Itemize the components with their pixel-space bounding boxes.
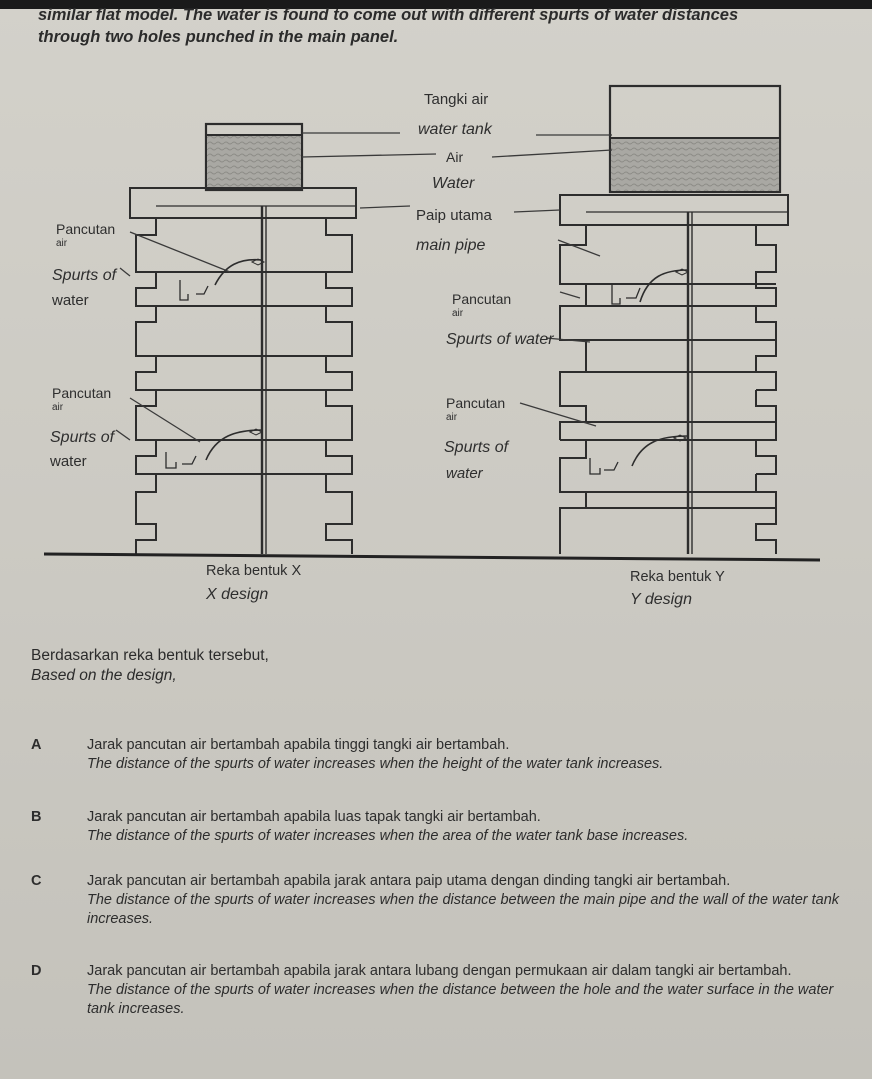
- caption-x-ms: Reka bentuk X: [206, 563, 302, 579]
- caption-x-en: X design: [206, 586, 269, 603]
- option-a-en: The distance of the spurts of water incr…: [87, 756, 664, 772]
- label-air: Air: [446, 149, 463, 165]
- label-x-spurts-1: Spurts of: [52, 267, 118, 284]
- intro-line-2: through two holes punched in the main pa…: [38, 28, 399, 46]
- label-x-air-2: air: [52, 402, 64, 413]
- design-x-structure: [129, 122, 357, 554]
- label-tank-ms: Tangki air: [424, 91, 488, 108]
- label-x-water-1: water: [51, 292, 89, 309]
- label-y-air-2: air: [446, 412, 458, 423]
- option-b-ms: Jarak pancutan air bertambah apabila lua…: [87, 809, 541, 825]
- ground-line: [43, 552, 821, 562]
- label-pipe-ms: Paip utama: [416, 207, 493, 224]
- question: Berdasarkan reka bentuk tersebut, Based …: [31, 646, 269, 686]
- intro-line-1: similar flat model. The water is found t…: [38, 6, 739, 24]
- intro-text: similar flat model. The water is found t…: [38, 4, 872, 48]
- option-c-letter: C: [31, 873, 42, 889]
- label-tank-en: water tank: [418, 121, 493, 138]
- label-y-pancutan-1: Pancutan: [452, 291, 511, 307]
- option-a-letter: A: [31, 737, 42, 753]
- label-x-pancutan-2: Pancutan: [52, 385, 111, 401]
- question-ms: Berdasarkan reka bentuk tersebut,: [31, 647, 269, 664]
- top-edge: [0, 0, 872, 9]
- label-pipe-en: main pipe: [416, 237, 485, 254]
- caption-y-en: Y design: [630, 591, 692, 608]
- option-c-ms: Jarak pancutan air bertambah apabila jar…: [87, 873, 731, 889]
- option-c-en: The distance of the spurts of water incr…: [87, 892, 840, 927]
- label-y-pancutan-2: Pancutan: [446, 395, 505, 411]
- caption-y-ms: Reka bentuk Y: [630, 569, 725, 585]
- label-x-pancutan-1: Pancutan: [56, 221, 115, 237]
- label-y-water-2: water: [446, 465, 484, 482]
- caption-design-x: Reka bentuk X X design: [206, 563, 301, 604]
- design-y-structure: [559, 84, 789, 554]
- caption-design-y: Reka bentuk Y Y design: [630, 569, 725, 609]
- option-a-ms: Jarak pancutan air bertambah apabila tin…: [87, 737, 510, 753]
- design-diagram: Tangki air water tank Air Water Paip uta…: [43, 84, 821, 562]
- label-y-air-1: air: [452, 308, 464, 319]
- label-y-spurts-2: Spurts of: [444, 439, 510, 456]
- option-b-en: The distance of the spurts of water incr…: [87, 828, 689, 844]
- label-x-air-1: air: [56, 238, 68, 249]
- label-water: Water: [432, 175, 475, 192]
- question-en: Based on the design,: [31, 667, 177, 684]
- option-d-ms: Jarak pancutan air bertambah apabila jar…: [87, 963, 792, 979]
- label-y-spurts-1: Spurts of water: [446, 331, 554, 348]
- option-b-letter: B: [31, 809, 42, 825]
- leader-lines: [115, 132, 613, 443]
- label-x-water-2: water: [49, 453, 87, 470]
- option-d-en: The distance of the spurts of water incr…: [87, 982, 834, 1017]
- label-x-spurts-2: Spurts of: [50, 429, 116, 446]
- option-d-letter: D: [31, 963, 42, 979]
